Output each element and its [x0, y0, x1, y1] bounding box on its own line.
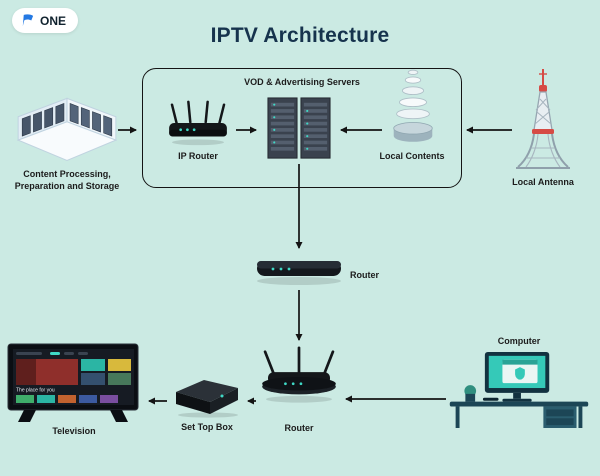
server-cabinets	[21, 103, 113, 137]
television-icon: The place for you	[7, 343, 139, 422]
core-router-label: Router	[350, 270, 379, 280]
core-router-illustration	[253, 252, 345, 288]
ip-router-illustration	[162, 98, 234, 150]
tv-screen-caption: The place for you	[16, 388, 55, 394]
content-processing-label-line2: Preparation and Storage	[14, 180, 120, 191]
content-stack-icon	[393, 69, 433, 142]
television-illustration: The place for you	[6, 342, 142, 426]
computer-label: Computer	[497, 336, 541, 346]
set-top-box-icon	[176, 380, 238, 418]
page-title: IPTV Architecture	[210, 24, 390, 47]
content-processing-illustration	[10, 94, 124, 170]
local-antenna-illustration	[514, 68, 572, 174]
home-router-illustration	[257, 344, 341, 406]
content-processing-label-line1: Content Processing,	[23, 169, 111, 179]
server-room-icon	[16, 97, 118, 162]
ip-router-label: IP Router	[178, 151, 218, 161]
vod-servers-label: VOD & Advertising Servers	[244, 77, 360, 87]
local-antenna-label: Local Antenna	[512, 177, 574, 187]
one-logo-icon	[22, 14, 34, 27]
ip-router-icon	[169, 100, 227, 146]
local-contents-label: Local Contents	[379, 151, 445, 161]
vod-servers-illustration	[264, 96, 334, 162]
local-contents-illustration	[386, 68, 440, 150]
set-top-box-illustration	[170, 372, 244, 418]
television-label: Television	[52, 426, 96, 436]
home-router-label: Router	[284, 423, 314, 433]
one-logo: ONE	[12, 8, 79, 33]
set-top-box-label: Set Top Box	[181, 422, 233, 432]
shield-icon	[515, 367, 525, 380]
core-router-icon	[257, 261, 341, 285]
one-logo-text: ONE	[40, 13, 67, 28]
server-rack-icon	[267, 97, 331, 159]
computer-illustration	[444, 350, 594, 428]
computer-desk-icon	[449, 351, 589, 428]
content-processing-label: Content Processing, Preparation and Stor…	[4, 169, 130, 192]
wireless-router-icon	[262, 346, 336, 403]
headend-group-box	[142, 68, 462, 188]
antenna-tower-icon	[516, 69, 570, 169]
